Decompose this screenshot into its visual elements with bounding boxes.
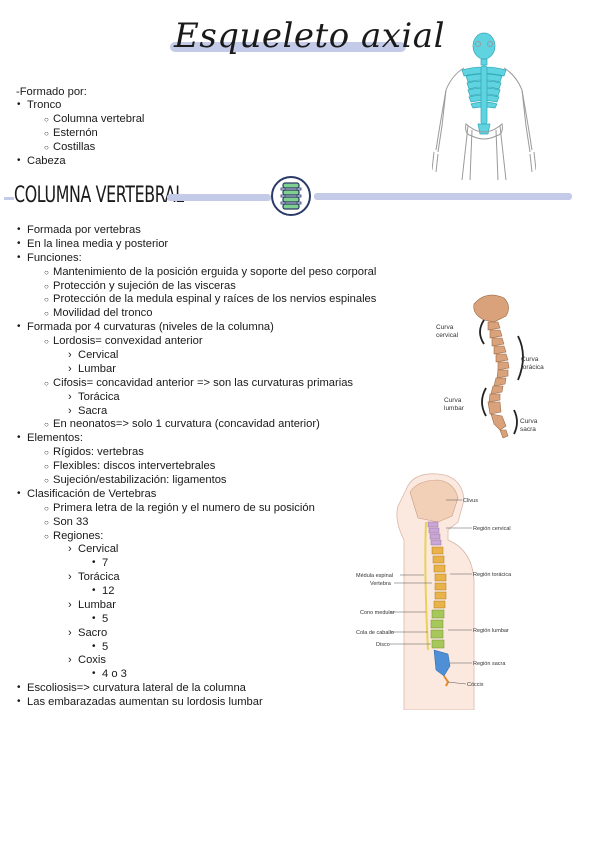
intro-formado-por: -Formado por: <box>16 86 87 98</box>
columna-linea: En la linea media y posterior <box>17 237 168 251</box>
label-clivus: Clivus <box>463 498 478 504</box>
section-divider-left <box>4 197 14 200</box>
elementos: Elementos: <box>17 431 83 445</box>
cifosis-item: Torácica <box>68 390 120 404</box>
spine-icon <box>271 176 311 216</box>
funcion-item: Protección y sujeción de las visceras <box>44 279 236 294</box>
region-count: 5 <box>92 612 109 626</box>
section-title: COLUMNA VERTEBRAL <box>14 183 184 208</box>
label-curva-cervical: cervical <box>436 332 459 339</box>
label-medula: Médula espinal <box>356 573 393 579</box>
label-curva-lumbar: lumbar <box>444 405 465 412</box>
elemento-item: Sujeción/estabilización: ligamentos <box>44 473 226 488</box>
clasificacion-item: Primera letra de la región y el numero d… <box>44 501 315 516</box>
lordosis: Lordosis= convexidad anterior <box>44 334 203 349</box>
intro-cabeza: Cabeza <box>17 154 65 168</box>
spine-curvature-illustration: Curva cervical Curva torácica Curva lumb… <box>436 294 544 439</box>
label-region-cervical: Región cervical <box>473 526 511 532</box>
funcion-item: Mantenimiento de la posición erguida y s… <box>44 265 376 280</box>
region-count: 12 <box>92 584 115 598</box>
region-count: 7 <box>92 556 109 570</box>
intro-tronco-item: Esternón <box>44 126 98 141</box>
page-title: Esqueleto axial <box>174 16 445 56</box>
label-curva-toracica: Curva <box>521 356 539 363</box>
columna-curvaturas: Formada por 4 curvaturas (niveles de la … <box>17 320 274 334</box>
label-curva-cervical: Curva <box>436 324 454 331</box>
label-cola: Cola de caballo <box>356 630 394 636</box>
label-region-sacra: Región sacra <box>473 661 506 667</box>
region-name: Cervical <box>68 542 119 556</box>
region-count: 5 <box>92 640 109 654</box>
columna-funciones: Funciones: <box>17 251 82 265</box>
region-name: Coxis <box>68 653 106 667</box>
label-curva-lumbar: Curva <box>444 397 462 404</box>
cifosis-item: Sacra <box>68 404 107 418</box>
columna-formada: Formada por vertebras <box>17 223 141 237</box>
label-coccix: Cóccix <box>467 682 484 688</box>
label-region-toracica: Región torácica <box>473 572 512 578</box>
region-name: Torácica <box>68 570 120 584</box>
label-vertebra: Vertebra <box>370 581 392 587</box>
region-name: Lumbar <box>68 598 116 612</box>
clasificacion-item: Son 33 <box>44 515 89 530</box>
elemento-item: Rígidos: vertebras <box>44 445 144 460</box>
label-curva-sacra: sacra <box>520 426 536 433</box>
spine-regions-illustration: Clivus Región cervical Región torácica R… <box>356 473 512 710</box>
lordosis-item: Cervical <box>68 348 119 362</box>
label-cono: Cono medular <box>360 610 395 616</box>
intro-tronco-item: Columna vertebral <box>44 112 144 127</box>
embarazadas: Las embarazadas aumentan su lordosis lum… <box>17 695 263 709</box>
funcion-item: Movilidad del tronco <box>44 306 152 321</box>
title-block: Esqueleto axial <box>160 14 444 64</box>
section-divider-right <box>314 193 572 200</box>
label-curva-sacra: Curva <box>520 418 538 425</box>
label-region-lumbar: Región lumbar <box>473 628 509 634</box>
clasificacion: Clasificación de Vertebras <box>17 487 156 501</box>
skeleton-illustration <box>432 32 536 180</box>
section-divider-middle <box>167 194 271 201</box>
elemento-item: Flexibles: discos intervertebrales <box>44 459 215 474</box>
clasificacion-item: Regiones: <box>44 529 103 544</box>
label-disco: Disco <box>376 642 390 648</box>
cifosis: Cifosis= concavidad anterior => son las … <box>44 376 353 391</box>
intro-tronco-item: Costillas <box>44 140 95 155</box>
region-count: 4 o 3 <box>92 667 127 681</box>
lordosis-item: Lumbar <box>68 362 116 376</box>
label-curva-toracica: torácica <box>521 364 544 371</box>
intro-tronco: Tronco <box>17 98 62 112</box>
escoliosis: Escoliosis=> curvatura lateral de la col… <box>17 681 246 695</box>
neonatos: En neonatos=> solo 1 curvatura (concavid… <box>44 417 320 432</box>
title-highlight <box>170 42 406 52</box>
funcion-item: Protección de la medula espinal y raíces… <box>44 292 376 307</box>
region-name: Sacro <box>68 626 107 640</box>
